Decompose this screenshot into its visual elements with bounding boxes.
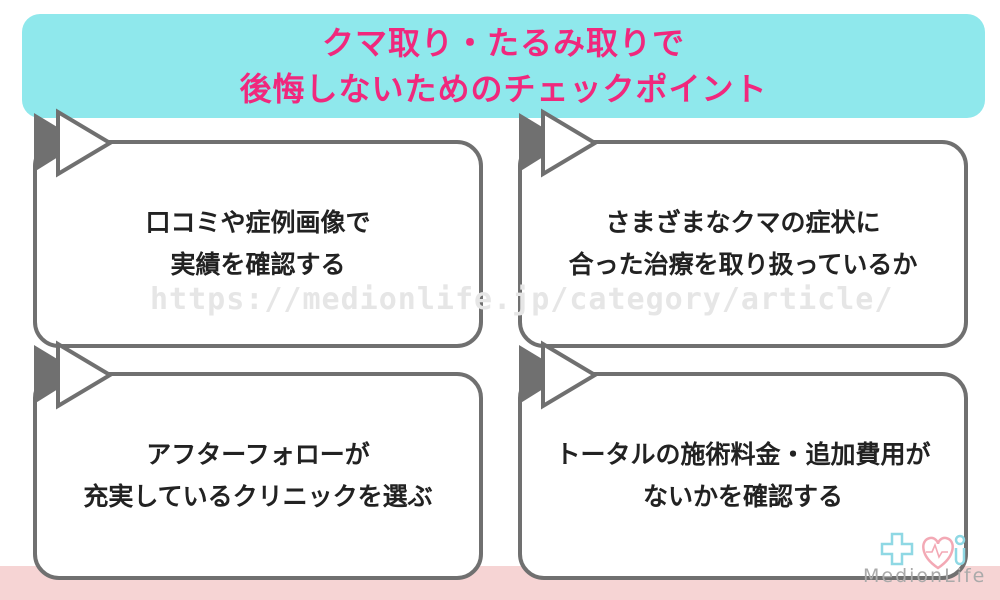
card-text: トータルの施術料金・追加費用が <box>555 440 931 469</box>
medionlife-logo-icon <box>880 532 966 570</box>
card-text: 実績を確認する <box>170 250 346 279</box>
checkpoint-card-3: アフターフォローが 充実しているクリニックを選ぶ <box>33 372 483 580</box>
checkpoint-card-2: さまざまなクマの症状に 合った治療を取り扱っているか <box>518 140 968 348</box>
title-line-2: 後悔しないためのチェックポイント <box>239 70 768 108</box>
watermark-url: https://medionlife.jp/category/article/ <box>150 282 894 317</box>
card-text: 充実しているクリニックを選ぶ <box>83 482 433 511</box>
card-text: ないかを確認する <box>642 482 843 511</box>
arrow-icon <box>519 340 599 410</box>
card-text: 合った治療を取り扱っているか <box>568 250 918 279</box>
card-text: アフターフォローが <box>146 440 370 469</box>
arrow-icon <box>34 108 114 178</box>
card-text: 口コミや症例画像で <box>145 208 371 237</box>
title-banner: クマ取り・たるみ取りで 後悔しないためのチェックポイント <box>22 14 985 118</box>
arrow-icon <box>34 340 114 410</box>
logo-text: MedionLife <box>863 565 987 587</box>
checkpoint-card-4: トータルの施術料金・追加費用が ないかを確認する <box>518 372 968 580</box>
arrow-icon <box>519 108 599 178</box>
title-line-1: クマ取り・たるみ取りで <box>321 24 685 62</box>
checkpoint-card-1: 口コミや症例画像で 実績を確認する <box>33 140 483 348</box>
card-text: さまざまなクマの症状に <box>605 208 881 237</box>
